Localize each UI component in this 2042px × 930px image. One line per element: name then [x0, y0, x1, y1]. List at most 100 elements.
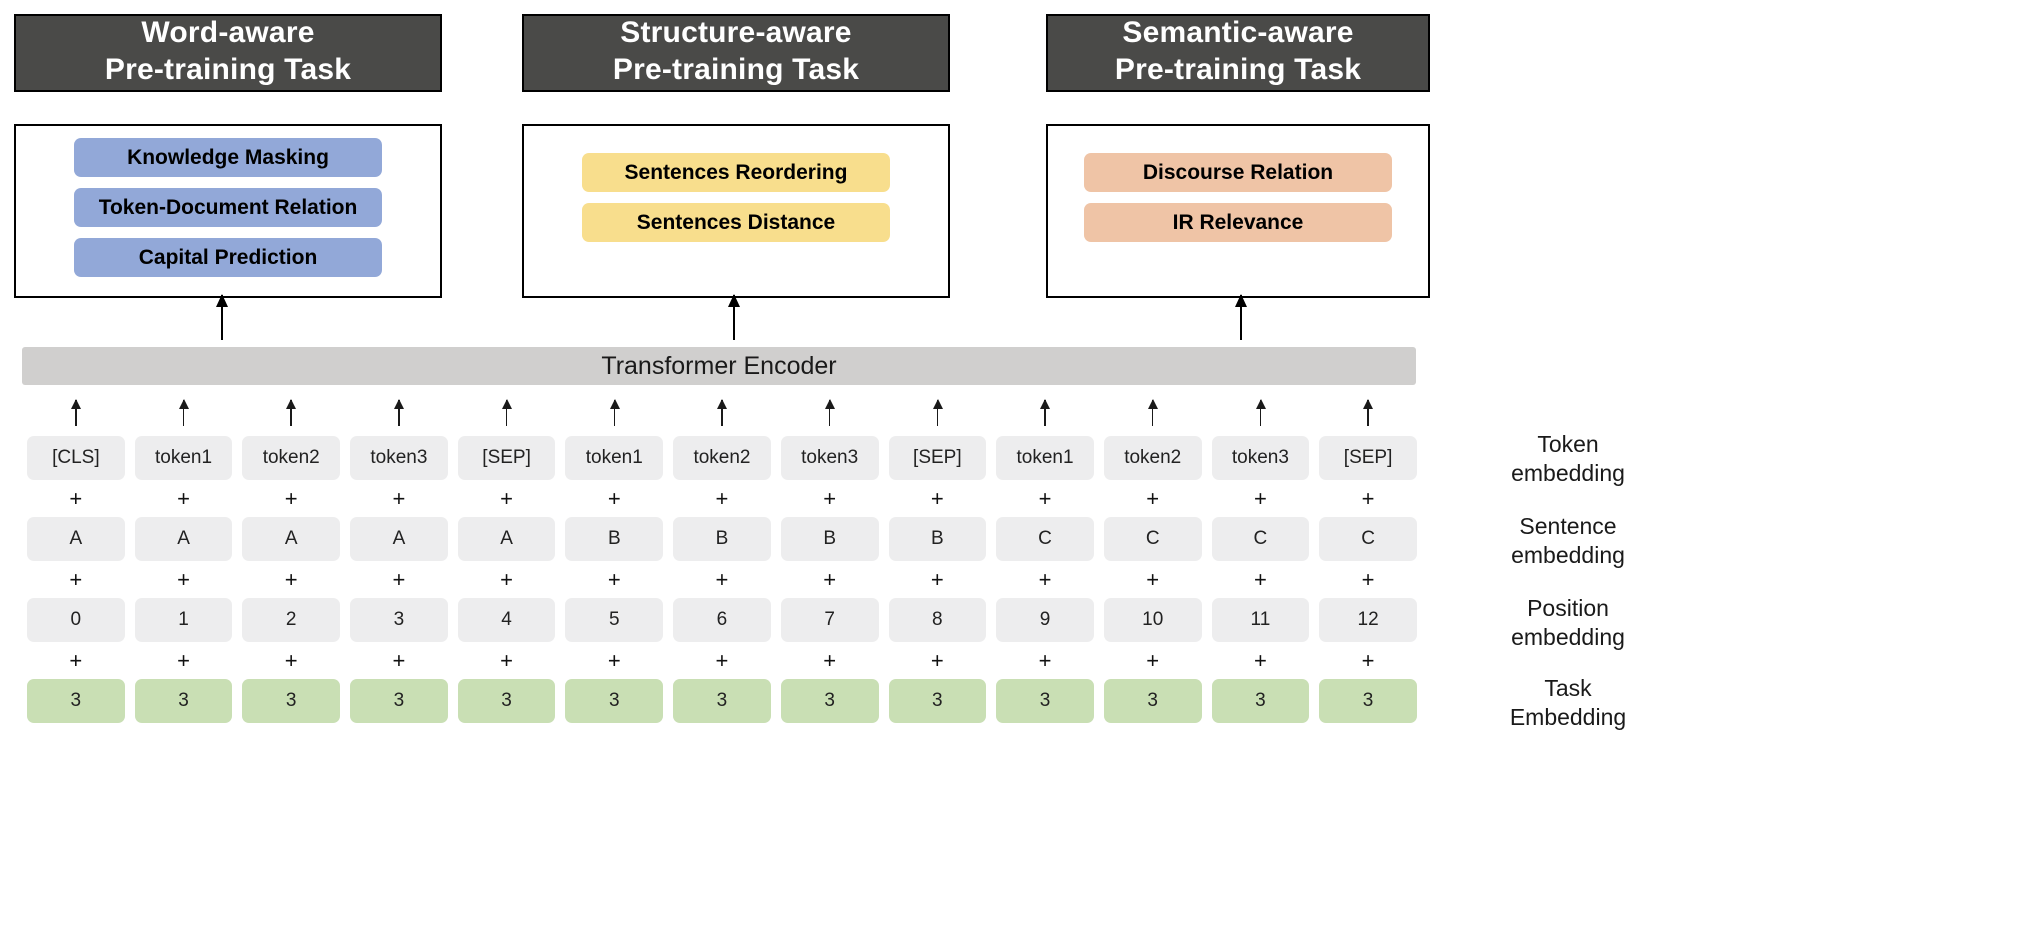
sentence-embedding-cell-value: B — [565, 517, 664, 561]
position-embedding-cell[interactable]: 2 — [237, 596, 345, 644]
position-embedding-cell[interactable]: 4 — [453, 596, 561, 644]
token-embedding-cell[interactable]: token3 — [776, 434, 884, 482]
token-embedding-cell[interactable]: [SEP] — [1314, 434, 1422, 482]
task-embedding-cell[interactable]: 3 — [776, 677, 884, 725]
position-embedding-cell[interactable]: 9 — [991, 596, 1099, 644]
token-embedding-cell[interactable]: token3 — [1207, 434, 1315, 482]
position-embedding-cell-value: 6 — [673, 598, 771, 642]
task-embedding-cell[interactable]: 3 — [1314, 677, 1422, 725]
pretraining-tasks-row: Word-aware Pre-training Task Knowledge M… — [0, 0, 2042, 380]
position-embedding-cell[interactable]: 5 — [560, 596, 668, 644]
position-embedding-cell[interactable]: 12 — [1314, 596, 1422, 644]
position-embedding-cell-value: 5 — [565, 598, 664, 642]
token-embedding-cell-value: token2 — [1103, 436, 1202, 480]
position-embedding-cell[interactable]: 10 — [1099, 596, 1207, 644]
sentence-embedding-cell[interactable]: B — [776, 515, 884, 563]
token-embedding-cell-value: token2 — [673, 436, 771, 480]
sentence-embedding-cell[interactable]: B — [668, 515, 776, 563]
token-embedding-cell[interactable]: [CLS] — [22, 434, 130, 482]
task-header-line2: Pre-training Task — [612, 53, 860, 86]
token-embedding-cell[interactable]: token1 — [560, 434, 668, 482]
task-embedding-cell[interactable]: 3 — [1207, 677, 1315, 725]
task-item-token-document-relation[interactable]: Token-Document Relation — [74, 188, 382, 227]
task-body-word-aware: Knowledge Masking Token-Document Relatio… — [14, 124, 442, 298]
token-embedding-cell-value: token1 — [565, 436, 664, 480]
sentence-embedding-cell[interactable]: A — [345, 515, 453, 563]
up-arrow-icon-to-structure-task — [728, 294, 740, 340]
task-embedding-cell[interactable]: 3 — [560, 677, 668, 725]
sentence-embedding-cell-value: C — [1319, 517, 1417, 561]
task-embedding-cell[interactable]: 3 — [1099, 677, 1207, 725]
token-embedding-cell[interactable]: token2 — [668, 434, 776, 482]
embedding-input-arrow-cell — [668, 392, 776, 434]
plus-symbol: + — [607, 485, 621, 511]
position-embedding-cell-value: 12 — [1319, 598, 1417, 642]
task-item-capital-prediction[interactable]: Capital Prediction — [74, 238, 382, 277]
up-arrow-icon — [933, 399, 942, 426]
sentence-embedding-cell[interactable]: C — [991, 515, 1099, 563]
plus-symbol: + — [69, 485, 83, 511]
task-embedding-cell[interactable]: 3 — [991, 677, 1099, 725]
sentence-embedding-cell[interactable]: C — [1099, 515, 1207, 563]
task-embedding-cell[interactable]: 3 — [22, 677, 130, 725]
task-header-structure-aware: Structure-aware Pre-training Task — [522, 14, 950, 92]
token-embedding-cell-value: token3 — [350, 436, 448, 480]
sentence-embedding-cell[interactable]: A — [453, 515, 561, 563]
position-embedding-cell[interactable]: 3 — [345, 596, 453, 644]
token-embedding-cell[interactable]: token3 — [345, 434, 453, 482]
token-embedding-cell[interactable]: [SEP] — [884, 434, 992, 482]
plus-symbol: + — [392, 566, 406, 592]
position-embedding-cell-value: 2 — [242, 598, 341, 642]
task-embedding-cell[interactable]: 3 — [237, 677, 345, 725]
position-embedding-cell[interactable]: 11 — [1207, 596, 1315, 644]
side-label-line2: embedding — [1511, 623, 1625, 650]
up-arrow-icon-to-word-task — [216, 294, 228, 340]
plus-symbol: + — [1146, 566, 1160, 592]
plus-symbol: + — [284, 647, 298, 673]
task-item-ir-relevance[interactable]: IR Relevance — [1084, 202, 1392, 242]
embedding-input-arrow-cell — [345, 392, 453, 434]
task-item-sentences-reordering[interactable]: Sentences Reordering — [582, 152, 890, 192]
plus-symbol: + — [823, 485, 837, 511]
token-embedding-cell[interactable]: [SEP] — [453, 434, 561, 482]
task-item-sentences-distance[interactable]: Sentences Distance — [582, 202, 890, 242]
task-header-line1: Semantic-aware — [1122, 16, 1354, 50]
sentence-embedding-cell[interactable]: C — [1207, 515, 1315, 563]
position-embedding-cell[interactable]: 7 — [776, 596, 884, 644]
token-embedding-cell[interactable]: token1 — [130, 434, 238, 482]
plus-symbol: + — [177, 566, 190, 592]
position-embedding-cell[interactable]: 1 — [130, 596, 238, 644]
task-embedding-cell[interactable]: 3 — [130, 677, 238, 725]
sentence-embedding-cell[interactable]: A — [237, 515, 345, 563]
up-arrow-icon — [72, 399, 80, 426]
token-embedding-cell[interactable]: token2 — [237, 434, 345, 482]
plus-symbol: + — [392, 485, 406, 511]
embedding-input-arrow-cell — [130, 392, 238, 434]
sentence-embedding-cell[interactable]: B — [884, 515, 992, 563]
task-embedding-cell[interactable]: 3 — [453, 677, 561, 725]
task-embedding-cell[interactable]: 3 — [345, 677, 453, 725]
sentence-embedding-cell[interactable]: C — [1314, 515, 1422, 563]
embedding-input-arrow-cell — [991, 392, 1099, 434]
up-arrow-icon — [287, 399, 295, 426]
sentence-embedding-cell[interactable]: B — [560, 515, 668, 563]
plus-symbol: + — [69, 647, 83, 673]
task-embedding-cell[interactable]: 3 — [668, 677, 776, 725]
plus-symbol: + — [1253, 485, 1267, 511]
position-embedding-cell-value: 7 — [780, 598, 879, 642]
side-label-position-embedding: Position embedding — [1448, 594, 1688, 652]
sentence-embedding-cell[interactable]: A — [130, 515, 238, 563]
task-embedding-cell[interactable]: 3 — [884, 677, 992, 725]
position-embedding-cell[interactable]: 6 — [668, 596, 776, 644]
token-embedding-cell[interactable]: token1 — [991, 434, 1099, 482]
task-body-semantic-aware: Discourse Relation IR Relevance — [1046, 124, 1430, 298]
task-item-knowledge-masking[interactable]: Knowledge Masking — [74, 138, 382, 177]
task-item-discourse-relation[interactable]: Discourse Relation — [1084, 152, 1392, 192]
position-embedding-cell[interactable]: 0 — [22, 596, 130, 644]
position-embedding-cell[interactable]: 8 — [884, 596, 992, 644]
token-embedding-cell[interactable]: token2 — [1099, 434, 1207, 482]
sentence-embedding-cell[interactable]: A — [22, 515, 130, 563]
plus-symbol: + — [715, 566, 729, 592]
embedding-input-arrow-cell — [22, 392, 130, 434]
plus-symbol: + — [1146, 485, 1160, 511]
